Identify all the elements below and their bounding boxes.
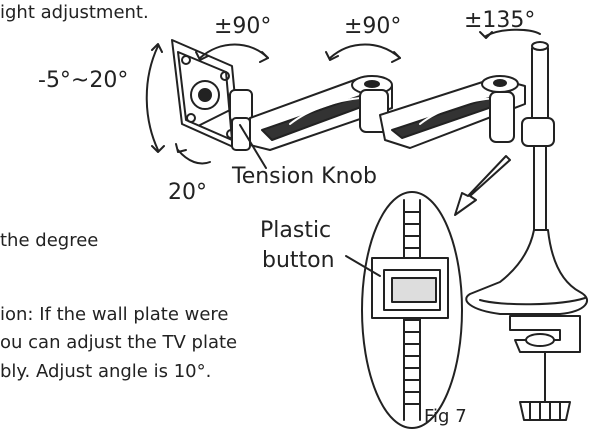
instruction-text-line-3: ion: If the wall plate were [0, 304, 229, 325]
instruction-text-line-2: the degree [0, 230, 99, 251]
figure-label: Fig 7 [424, 406, 467, 427]
swivel-arc [177, 149, 211, 165]
tension-knob-label: Tension Knob [232, 164, 377, 189]
instruction-text-line-4: ou can adjust the TV plate [0, 332, 238, 353]
instruction-text-line-5: bly. Adjust angle is 10°. [0, 361, 212, 382]
stand-base [465, 229, 588, 315]
pole [531, 47, 549, 123]
button-label: button [262, 248, 335, 273]
tilt-label: -5°~20° [38, 68, 129, 93]
detail-arrow [454, 155, 511, 216]
instruction-text-line-1: ight adjustment. [0, 2, 149, 23]
rotation-label-top: ±135° [464, 8, 536, 33]
rot-arc-mid [329, 43, 401, 59]
plastic-label: Plastic [260, 218, 332, 243]
rotation-label-middle: ±90° [344, 14, 402, 39]
tilt-arc [145, 45, 159, 151]
swivel-label: 20° [168, 180, 207, 205]
rotation-label-left: ±90° [214, 14, 272, 39]
